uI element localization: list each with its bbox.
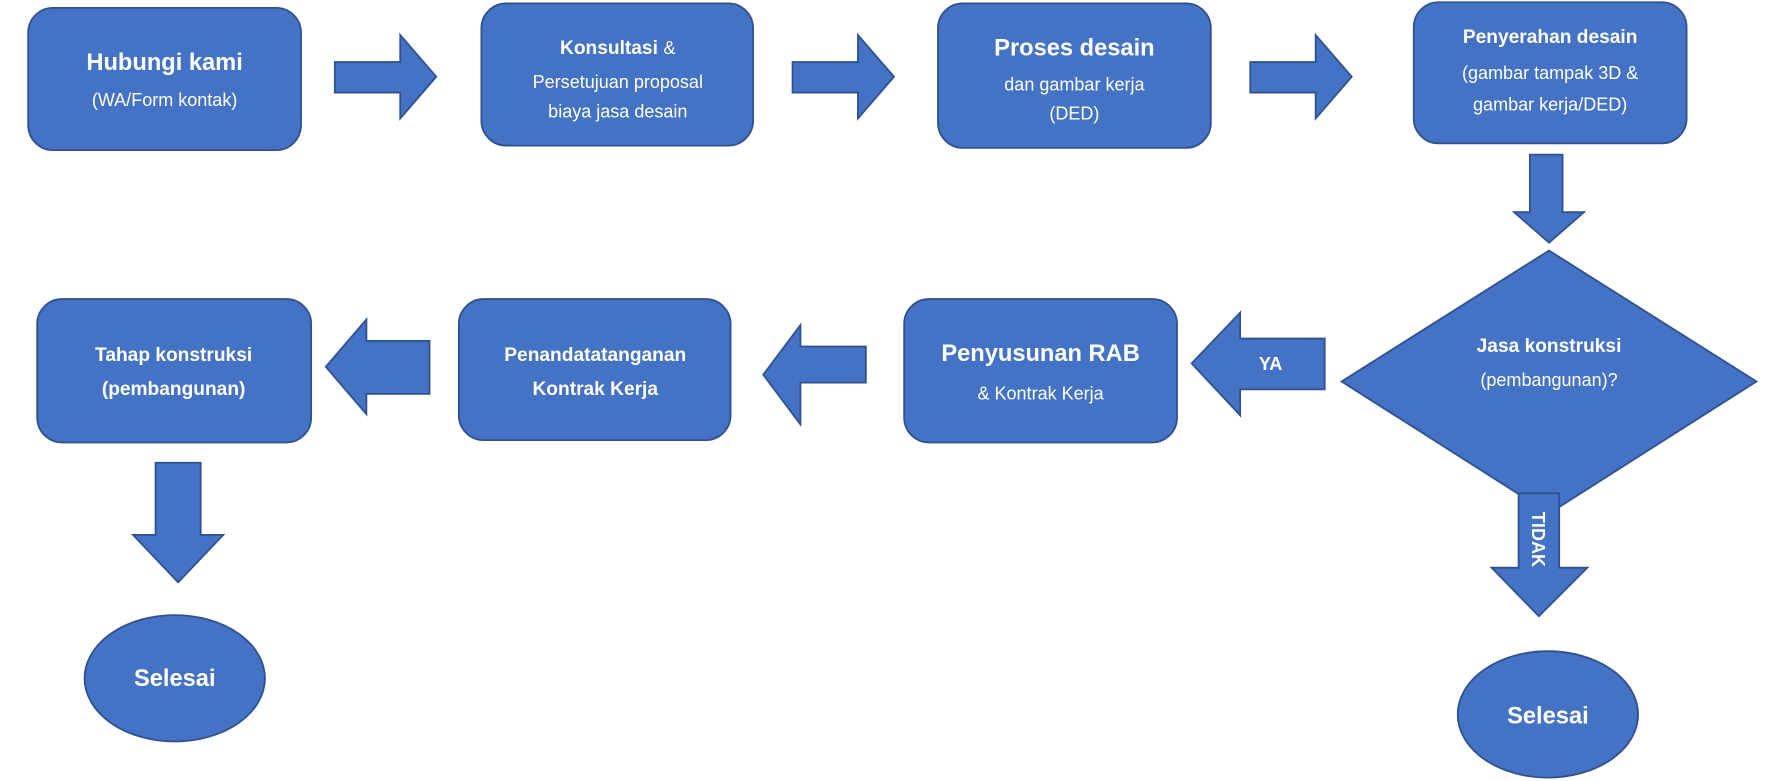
step-title: Konsultasi bbox=[560, 38, 658, 59]
step-title: Penyerahan desain bbox=[1463, 27, 1638, 48]
step-tahap-konstruksi: Tahap konstruksi (pembangunan) bbox=[36, 298, 313, 444]
end-label: Selesai bbox=[1507, 703, 1589, 729]
arrow-right-icon bbox=[333, 32, 438, 121]
step-subtitle-2: gambar kerja/DED) bbox=[1473, 95, 1627, 115]
arrow-down-icon bbox=[130, 461, 226, 584]
arrow-right-icon bbox=[1249, 32, 1353, 121]
step-subtitle-1: (gambar tampak 3D & bbox=[1462, 63, 1638, 83]
step-line-1: Tahap konstruksi bbox=[95, 345, 252, 366]
step-penyusunan-rab: Penyusunan RAB & Kontrak Kerja bbox=[903, 298, 1178, 444]
step-proses-desain: Proses desain dan gambar kerja (DED) bbox=[937, 2, 1212, 149]
step-title: Hubungi kami bbox=[86, 50, 242, 76]
end-label: Selesai bbox=[134, 666, 216, 692]
step-subtitle: (WA/Form kontak) bbox=[92, 90, 238, 110]
step-subtitle-1: dan gambar kerja bbox=[1004, 74, 1145, 94]
arrow-left-icon bbox=[762, 322, 867, 428]
step-title-suffix: & bbox=[664, 38, 676, 58]
step-subtitle-2: (DED) bbox=[1049, 104, 1099, 124]
step-subtitle: & Kontrak Kerja bbox=[977, 384, 1104, 404]
arrow-right-icon bbox=[791, 32, 896, 121]
svg-text:Konsultasi&: Konsultasi& bbox=[560, 38, 676, 59]
arrow-down-icon bbox=[1511, 153, 1587, 244]
step-title: Proses desain bbox=[994, 35, 1154, 61]
decision-jasa-konstruksi: Jasa konstruksi (pembangunan)? bbox=[1339, 249, 1759, 515]
step-konsultasi: Konsultasi& Persetujuan proposal biaya j… bbox=[480, 2, 754, 147]
branch-yes-arrow: YA bbox=[1190, 310, 1326, 418]
step-subtitle-2: biaya jasa desain bbox=[548, 101, 687, 121]
branch-no-label: TIDAK bbox=[1528, 512, 1548, 567]
step-penandatanganan: Penandatatanganan Kontrak Kerja bbox=[457, 298, 732, 442]
branch-no-arrow: TIDAK bbox=[1489, 492, 1590, 618]
step-line-2: Kontrak Kerja bbox=[532, 379, 658, 400]
arrow-left-icon bbox=[324, 316, 431, 417]
step-title: Penyusunan RAB bbox=[941, 341, 1140, 367]
end-left: Selesai bbox=[83, 614, 266, 743]
branch-yes-label: YA bbox=[1259, 354, 1282, 374]
decision-line-1: Jasa konstruksi bbox=[1477, 336, 1622, 357]
end-right: Selesai bbox=[1456, 650, 1639, 779]
step-hubungi-kami: Hubungi kami (WA/Form kontak) bbox=[27, 6, 302, 152]
decision-line-2: (pembangunan)? bbox=[1480, 370, 1617, 390]
step-line-2: (pembangunan) bbox=[102, 379, 246, 400]
step-subtitle-1: Persetujuan proposal bbox=[533, 72, 703, 92]
step-penyerahan-desain: Penyerahan desain (gambar tampak 3D & ga… bbox=[1412, 1, 1688, 145]
step-line-1: Penandatatanganan bbox=[504, 345, 686, 366]
